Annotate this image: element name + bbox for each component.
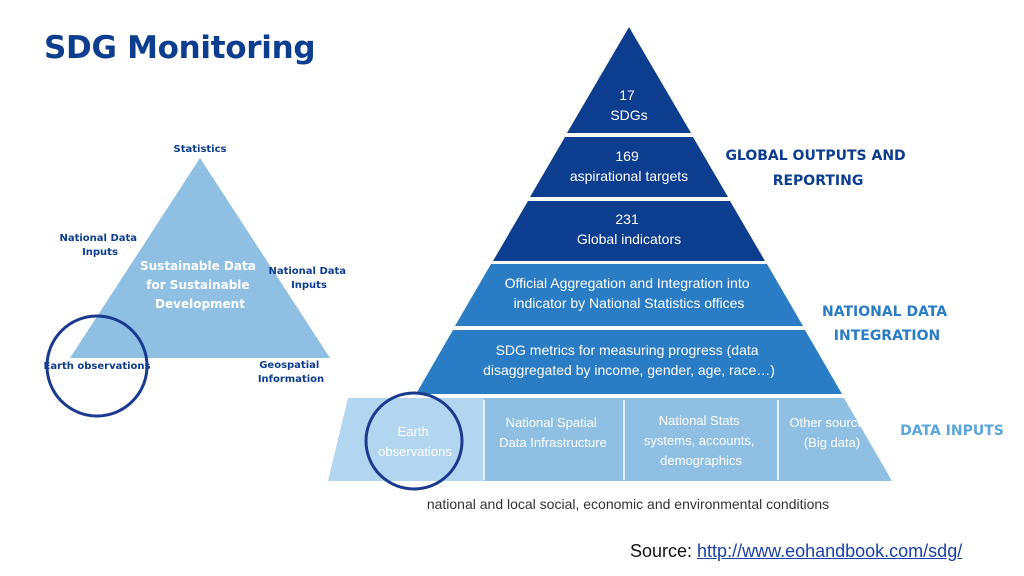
page-title: SDG Monitoring xyxy=(44,30,316,66)
tier-indicators-label: 231 Global indicators xyxy=(577,211,681,247)
tier-aggregation-label: Official Aggregation and Integration int… xyxy=(505,275,754,311)
source-prefix: Source: xyxy=(630,541,698,561)
input-national-spatial-label: National Spatial Data Infrastructure xyxy=(499,415,607,450)
small-triangle-center-label: Sustainable Data for Sustainable Develop… xyxy=(140,259,260,311)
pyramid-tier-sdgs xyxy=(567,27,691,133)
pyramid-tier-aggregation xyxy=(455,264,803,326)
label-earth-observations-small: Earth observations xyxy=(43,361,150,372)
side-label-data-inputs: DATA INPUTS xyxy=(900,423,1004,439)
side-label-national-integration: NATIONAL DATA INTEGRATION xyxy=(822,304,952,344)
source-citation: Source: http://www.eohandbook.com/sdg/ xyxy=(630,541,962,562)
input-cell-earth-left-slope xyxy=(328,398,414,481)
label-national-data-inputs-left: National Data Inputs xyxy=(59,233,140,258)
pyramid-tier-targets xyxy=(530,137,728,197)
pyramid-tier-data-inputs xyxy=(366,398,892,481)
label-geospatial-information: Geospatial Information xyxy=(258,360,324,385)
label-national-data-inputs-right: National Data Inputs xyxy=(268,266,349,291)
side-label-global-outputs: GLOBAL OUTPUTS AND REPORTING xyxy=(725,148,910,189)
pyramid-tier-indicators xyxy=(493,201,765,261)
input-other-sources-label: Other sources (Big data) xyxy=(789,415,874,450)
small-triangle-shape xyxy=(70,158,330,358)
pyramid-tier-metrics xyxy=(416,330,842,394)
tier-metrics-label: SDG metrics for measuring progress (data… xyxy=(483,342,775,378)
input-earth-observations-label: Earth observations xyxy=(378,424,452,459)
tier-targets-label: 169 aspirational targets xyxy=(570,148,688,184)
input-national-stats-label: National Stats systems, accounts, demogr… xyxy=(644,413,758,468)
pyramid-base-caption: national and local social, economic and … xyxy=(427,496,829,512)
small-triangle: Sustainable Data for Sustainable Develop… xyxy=(43,144,349,418)
earth-observations-highlight-circle-large xyxy=(364,391,464,491)
source-link[interactable]: http://www.eohandbook.com/sdg/ xyxy=(697,541,963,561)
sdg-pyramid: 17 SDGs 169 aspirational targets 231 Glo… xyxy=(328,27,892,491)
tier-sdgs-label: 17 SDGs xyxy=(610,87,647,123)
label-statistics: Statistics xyxy=(174,144,227,155)
earth-observations-highlight-circle-small xyxy=(45,314,149,418)
